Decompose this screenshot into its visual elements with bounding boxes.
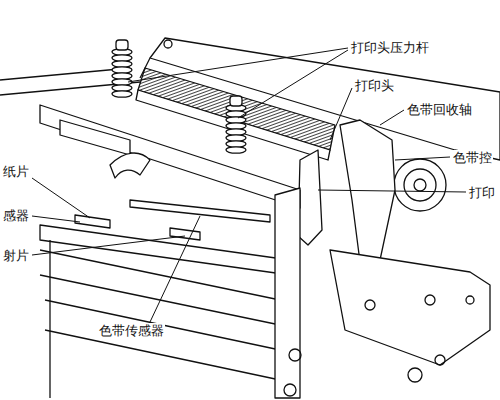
side-plate bbox=[275, 188, 300, 398]
gear-hub bbox=[404, 169, 436, 201]
gear-axle bbox=[414, 179, 426, 191]
screw bbox=[289, 349, 301, 361]
screw bbox=[365, 300, 375, 310]
spring-coil bbox=[112, 91, 132, 97]
part-label: 纸片 bbox=[2, 164, 30, 179]
part-label: 打印头压力杆 bbox=[350, 40, 430, 55]
spring-coil bbox=[226, 147, 246, 153]
spring-cap bbox=[230, 96, 242, 106]
ribbon-sensor-bar bbox=[130, 200, 270, 222]
roller-edge bbox=[40, 250, 280, 300]
spring-cap bbox=[116, 40, 128, 50]
screw bbox=[284, 384, 296, 396]
rod bbox=[0, 68, 130, 80]
gear bbox=[394, 159, 446, 211]
frame-edge bbox=[49, 240, 50, 398]
leader-lines bbox=[32, 48, 466, 322]
part-label: 色带传感器 bbox=[98, 323, 165, 338]
part-label: 射片 bbox=[2, 248, 30, 263]
screw bbox=[435, 355, 445, 365]
part-label: 感器 bbox=[2, 208, 30, 223]
paper-guide-handle bbox=[110, 153, 150, 178]
reflective-sensor bbox=[170, 228, 200, 240]
springs bbox=[112, 40, 246, 153]
part-label: 打印头 bbox=[354, 78, 395, 93]
screw bbox=[466, 296, 474, 304]
screw bbox=[425, 295, 435, 305]
paper-sensor bbox=[75, 215, 110, 228]
screw bbox=[408, 368, 422, 382]
roller-edge bbox=[45, 300, 280, 350]
pressure-bar bbox=[40, 105, 300, 208]
part-label: 色带回收轴 bbox=[406, 102, 473, 117]
part-label: 色带控 bbox=[452, 150, 493, 165]
screw bbox=[164, 40, 172, 48]
part-label: 打印 bbox=[468, 185, 496, 200]
print-lever bbox=[298, 150, 322, 245]
right-plate bbox=[330, 250, 490, 365]
paper-guide-plate bbox=[40, 225, 290, 275]
rod-clip bbox=[60, 120, 130, 155]
